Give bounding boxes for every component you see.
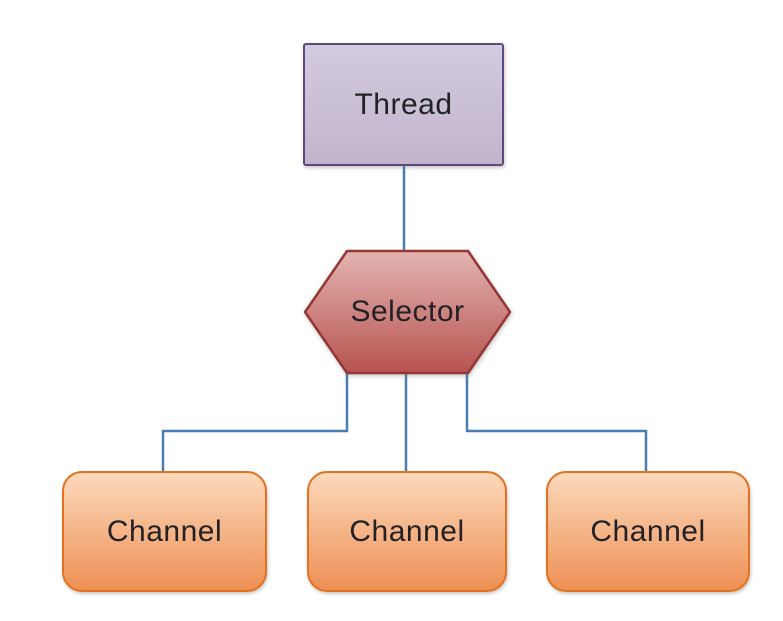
selector-hexagon (303, 249, 512, 375)
selector-hexagon-shape (303, 249, 512, 375)
node-channel-1-label: Channel (106, 514, 223, 548)
node-channel-3: Channel (546, 471, 750, 592)
node-selector: Selector (303, 249, 512, 375)
node-channel-3-label: Channel (590, 514, 706, 548)
connector-selector-to-channel-3 (465, 371, 648, 473)
node-channel-2-label: Channel (349, 514, 465, 548)
node-channel-1: Channel (62, 471, 267, 592)
node-selector-label: Selector (350, 295, 465, 328)
connector-selector-to-channel-1 (161, 371, 349, 473)
node-thread-label: Thread (354, 87, 453, 121)
node-channel-2: Channel (307, 471, 507, 592)
node-thread: Thread (303, 43, 504, 166)
